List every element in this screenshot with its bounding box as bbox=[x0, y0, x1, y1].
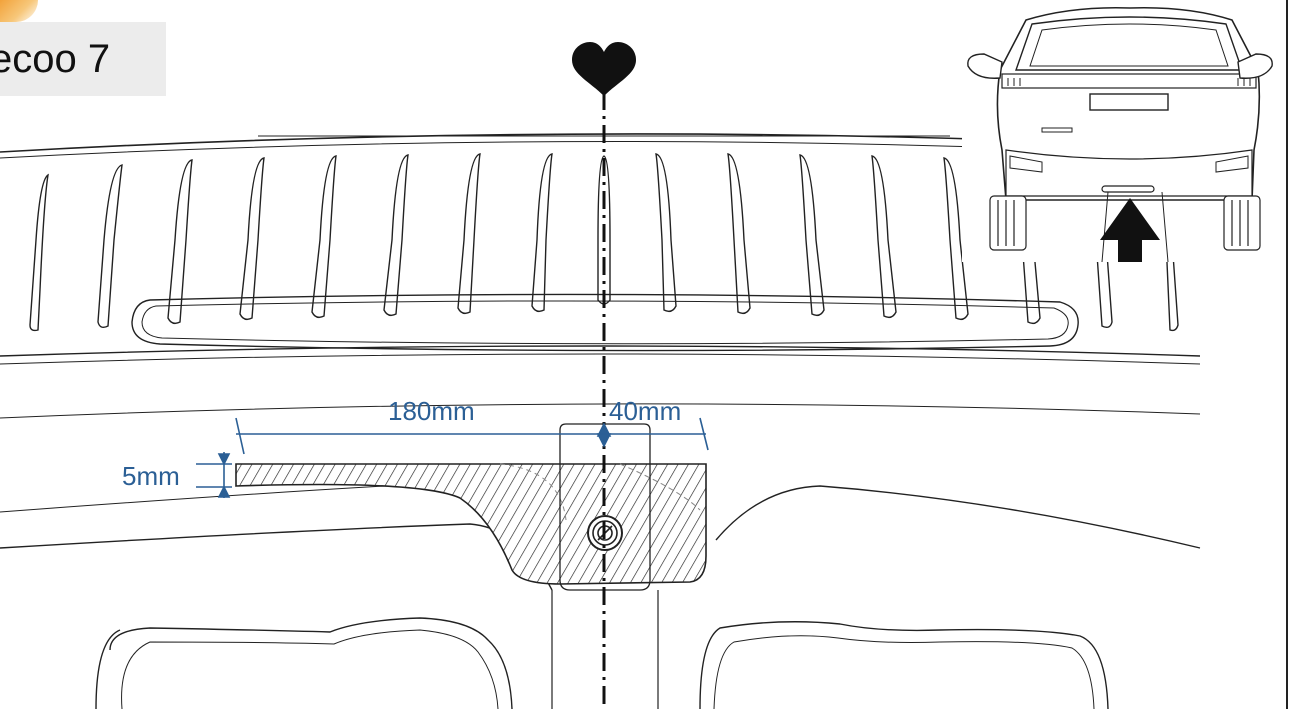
model-title-tag: ecoo 7 bbox=[0, 22, 166, 96]
car-rear-view bbox=[962, 0, 1278, 262]
right-frame-border bbox=[1286, 0, 1302, 709]
corner-accent bbox=[0, 0, 38, 22]
reflector-bar bbox=[131, 293, 1079, 352]
lower-opening-left bbox=[109, 617, 513, 709]
lower-opening-right bbox=[699, 621, 1109, 709]
arrow-up-icon bbox=[1100, 198, 1160, 262]
bumper-ribs bbox=[29, 153, 1179, 332]
dimension-lines bbox=[196, 417, 709, 498]
wheel-left bbox=[989, 195, 1027, 251]
plate-bracket bbox=[559, 423, 651, 591]
model-title: ecoo 7 bbox=[0, 37, 111, 81]
dimension-label-180: 180mm bbox=[388, 396, 475, 426]
wheel-right bbox=[1223, 195, 1261, 251]
heart-icon bbox=[572, 42, 636, 96]
dimension-label-40: 40mm bbox=[609, 396, 682, 426]
dimension-label-5: 5mm bbox=[122, 461, 180, 491]
mounting-area bbox=[235, 463, 707, 585]
